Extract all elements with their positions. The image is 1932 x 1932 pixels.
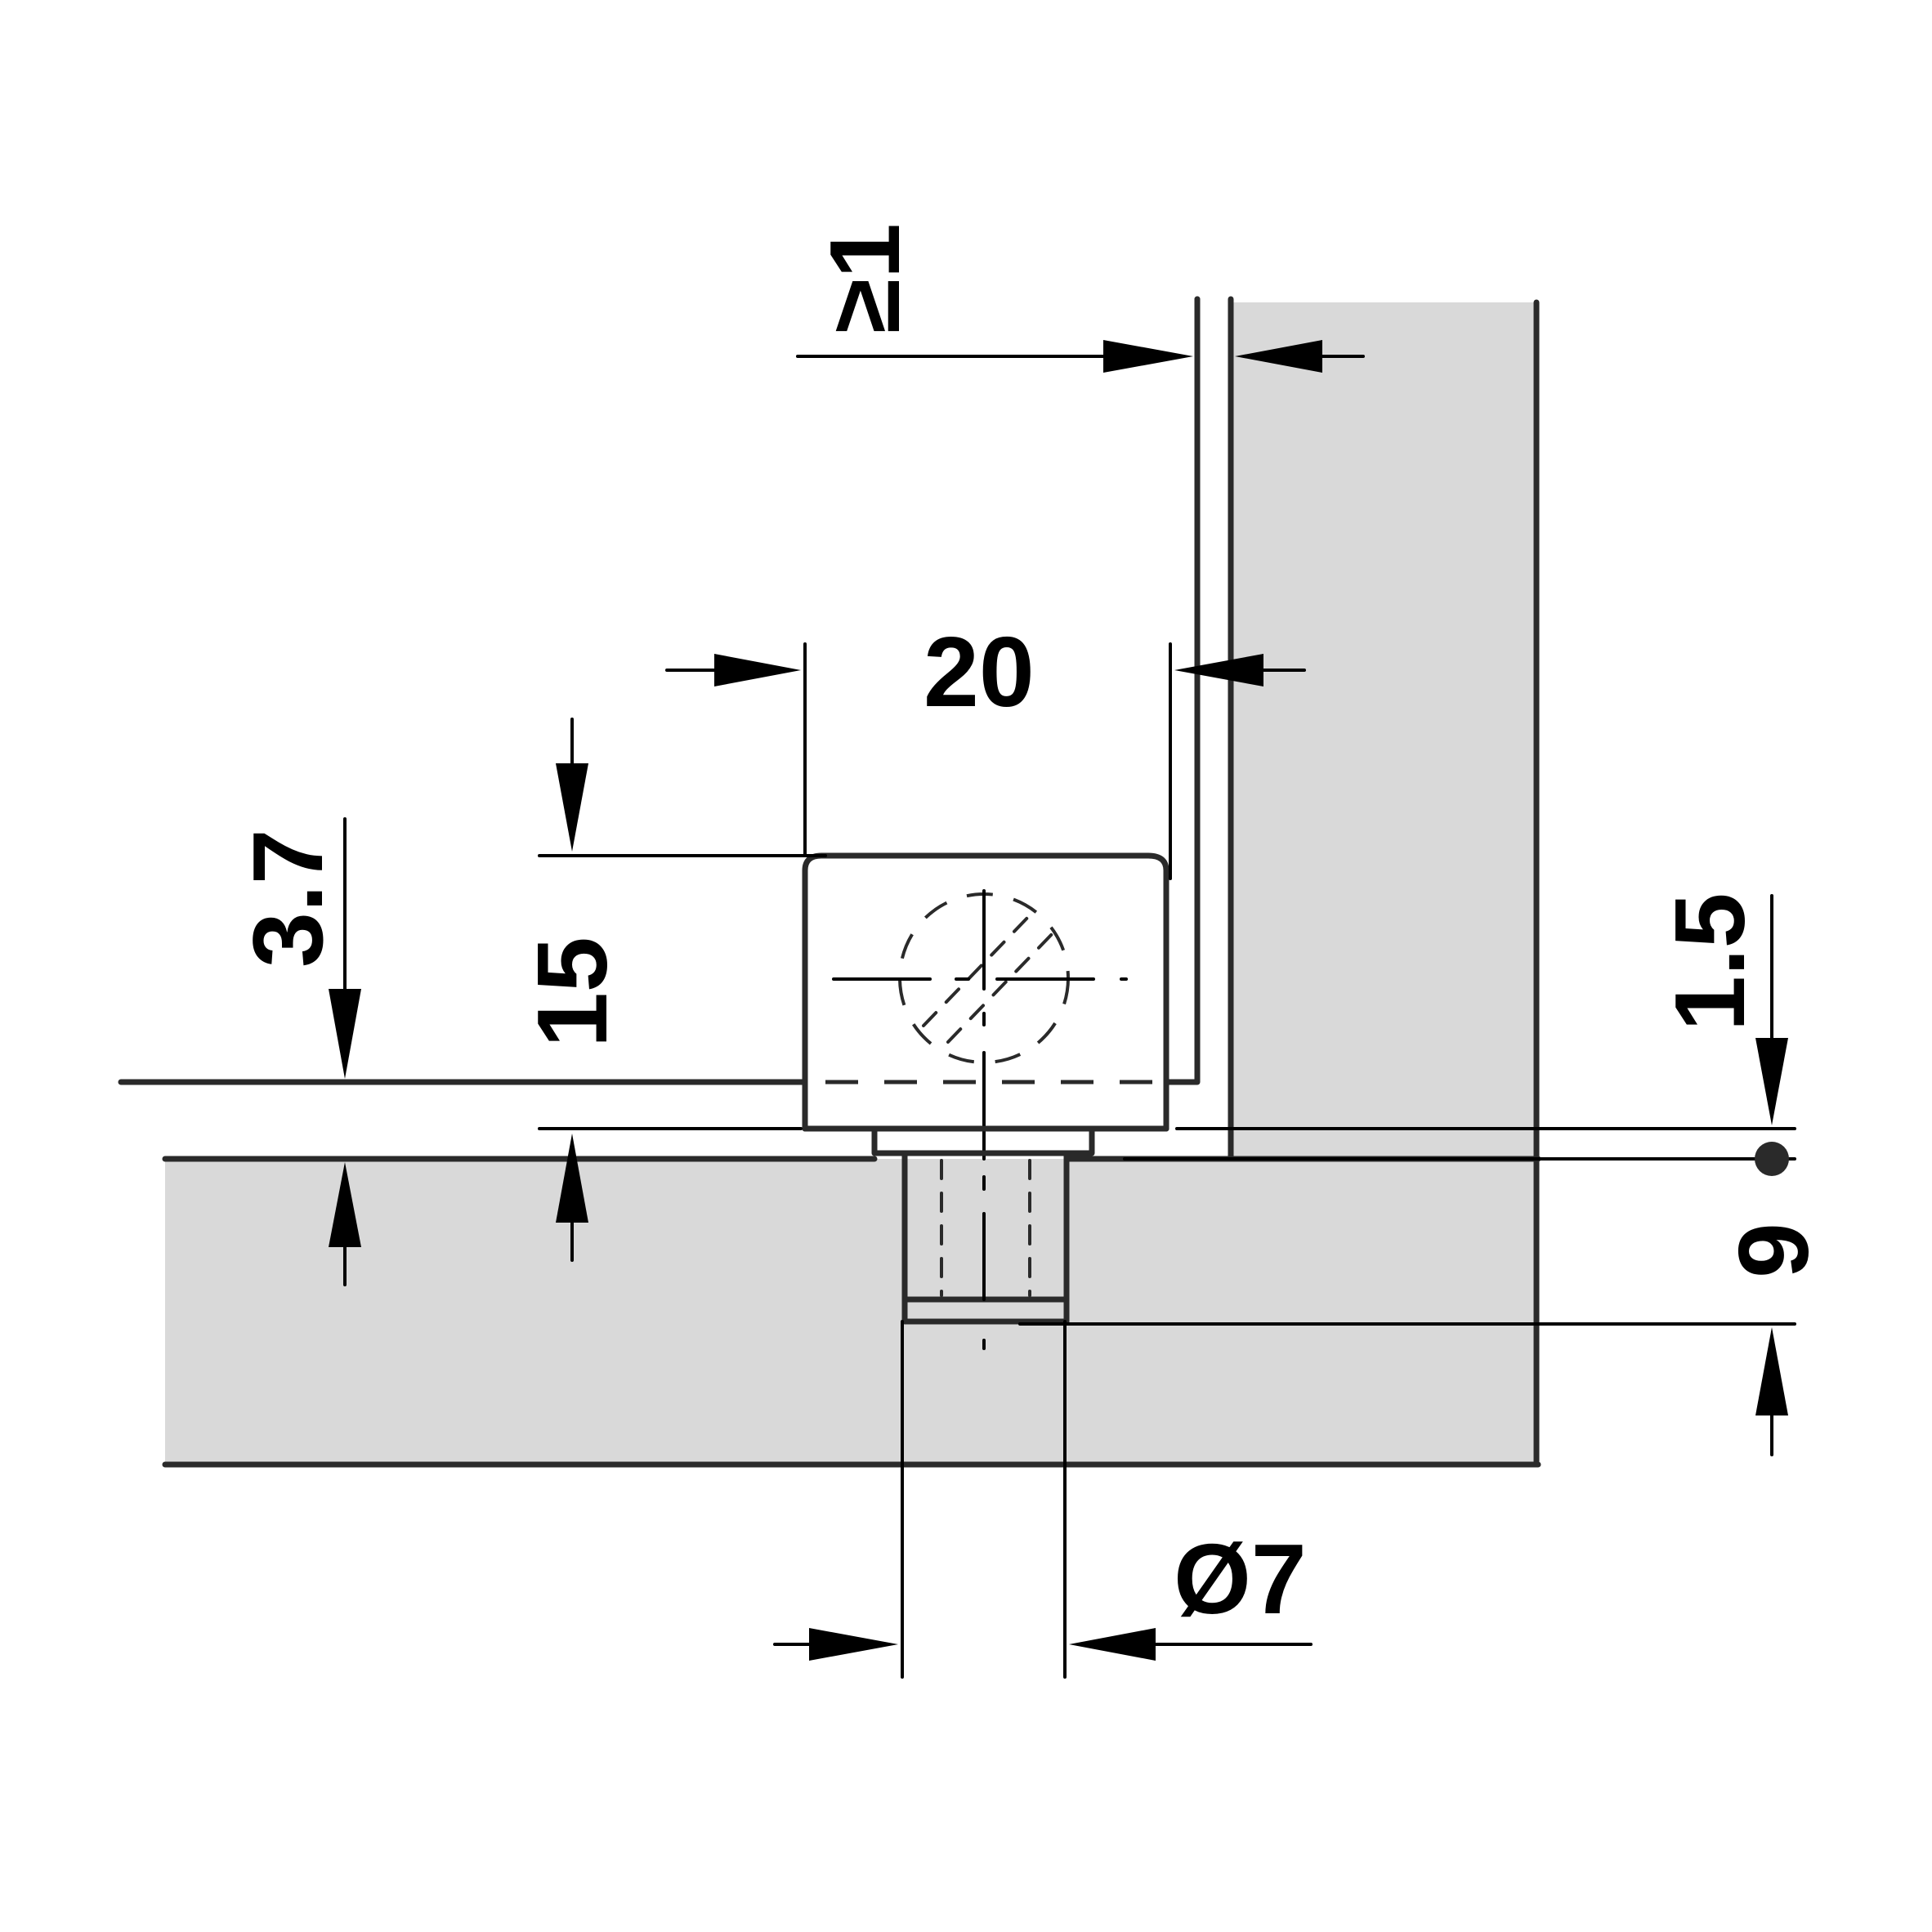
dim-diameter-arrow-left [809, 1628, 898, 1661]
dim-height-label: 15 [517, 937, 628, 1048]
dim-depth-label: 3.7 [232, 829, 343, 968]
dim-diameter-label: Ø7 [1174, 1523, 1307, 1635]
reference-surface-right [1163, 296, 1201, 1085]
cam-slot-mark [946, 930, 1056, 1044]
dim-depth9-arrow-bottom [1755, 1327, 1788, 1415]
dim-gap-arrow-left [1103, 340, 1193, 373]
dim-depth9-label: 9 [1718, 1223, 1829, 1278]
fitting-housing [802, 852, 1169, 1132]
dowel-shank [901, 1150, 1070, 1325]
dim-gap-arrow-right [1235, 340, 1322, 373]
dim-offset-dot [1755, 1142, 1789, 1176]
dim-height-arrow-top [556, 763, 588, 852]
vertical-panel [1231, 302, 1538, 1159]
dim-depth-arrow-top [329, 989, 361, 1079]
dim-offset-arrow-top [1755, 1038, 1788, 1125]
dim-offset-label: 1.5 [1654, 892, 1765, 1031]
dim-diameter-arrow-right [1069, 1628, 1156, 1661]
dim-depth-arrow-bottom [329, 1162, 361, 1247]
dim-width-arrow-right [1174, 654, 1263, 686]
dim-width-label: 20 [924, 616, 1035, 727]
dim-width-arrow-left [714, 654, 801, 686]
cam-slot-mark [922, 914, 1031, 1027]
dim-gap-label: ≥1 [809, 223, 920, 333]
dim-height-arrow-bottom [556, 1134, 588, 1223]
horizontal-panel [165, 1159, 1538, 1465]
